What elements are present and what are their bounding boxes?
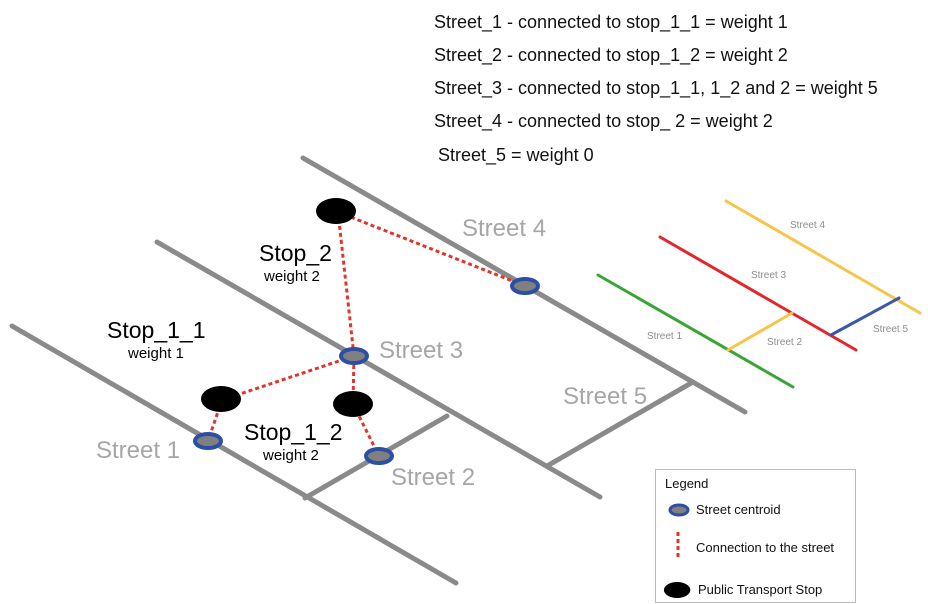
connection-stop2-street4 <box>337 210 526 288</box>
mini-street-1-line <box>596 273 795 389</box>
stop-1-2-marker <box>333 391 373 417</box>
mini-street-2-label: Street 2 <box>767 337 802 348</box>
stop-1-2-label: Stop_1_2 <box>244 419 342 445</box>
legend-item-centroid: Street centroid <box>656 498 856 522</box>
stop-2-label: Stop_2 <box>259 240 332 266</box>
connection-dash-icon <box>676 532 680 558</box>
mini-street-2-line <box>726 311 794 352</box>
note-street-2: Street_2 - connected to stop_1_2 = weigh… <box>434 45 788 65</box>
note-street-5: Street_5 = weight 0 <box>438 145 594 165</box>
street-3-line <box>154 239 603 500</box>
legend-box: Legend Street centroid Connection to the… <box>655 469 856 603</box>
stop-1-2-weight: weight 2 <box>262 447 319 464</box>
mini-street-4-label: Street 4 <box>790 220 825 231</box>
stop-2-weight: weight 2 <box>263 268 320 285</box>
street-5-label: Street 5 <box>563 383 647 410</box>
legend-item-stop: Public Transport Stop <box>656 578 856 602</box>
street-2-label: Street 2 <box>391 464 475 491</box>
street-5-line <box>544 379 696 469</box>
mini-street-3-line <box>658 235 858 352</box>
note-street-1: Street_1 - connected to stop_1_1 = weigh… <box>434 12 788 32</box>
street-4-label: Street 4 <box>462 215 546 242</box>
connection-stop11-street3 <box>221 354 355 402</box>
note-street-3: Street_3 - connected to stop_1_1, 1_2 an… <box>434 78 878 98</box>
mini-diagram <box>596 199 922 389</box>
mini-street-3-label: Street 3 <box>751 270 786 281</box>
centroid-street-2 <box>364 447 394 465</box>
note-street-4: Street_4 - connected to stop_ 2 = weight… <box>434 111 773 131</box>
centroid-street-4 <box>510 277 540 295</box>
stop-1-1-weight: weight 1 <box>127 345 184 362</box>
mini-street-5-line <box>829 296 901 337</box>
street-1-label: Street 1 <box>96 437 180 464</box>
mini-street-1-label: Street 1 <box>647 331 682 342</box>
street-centroid-icon <box>668 503 690 517</box>
stop-2-marker <box>316 198 356 224</box>
legend-label-connection: Connection to the street <box>696 540 835 555</box>
legend-label-centroid: Street centroid <box>696 502 781 517</box>
legend-title: Legend <box>665 476 709 491</box>
transport-stop-icon <box>663 582 691 598</box>
legend-item-connection: Connection to the street <box>656 532 856 560</box>
mini-street-5-label: Street 5 <box>873 324 908 335</box>
centroid-street-1 <box>193 432 223 450</box>
stop-1-1-label: Stop_1_1 <box>107 317 205 343</box>
mini-street-4-line <box>724 199 922 315</box>
stop-1-1-marker <box>201 386 241 412</box>
legend-label-stop: Public Transport Stop <box>698 582 823 597</box>
street-1-line <box>9 323 459 586</box>
centroid-street-3 <box>339 347 369 365</box>
street-3-label: Street 3 <box>379 337 463 364</box>
connection-stop2-street3 <box>336 211 356 357</box>
